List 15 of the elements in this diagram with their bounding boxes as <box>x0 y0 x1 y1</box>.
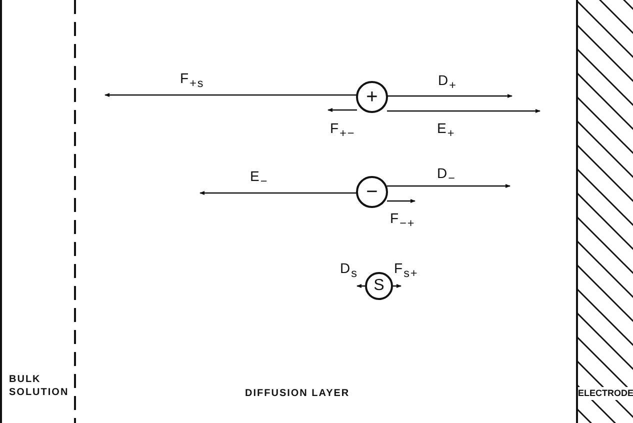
force-label: F$_{+s}$ <box>180 70 204 90</box>
region-label: ELECTRODE <box>578 387 633 400</box>
force-label: F$_{−+}$ <box>390 210 416 230</box>
force-label: F$_{s+}$ <box>394 260 418 280</box>
ion-circle: − <box>356 176 388 208</box>
force-label: E$_{+}$ <box>437 120 456 140</box>
force-label: E$_{−}$ <box>250 168 268 188</box>
force-label: D$_{s}$ <box>340 260 358 280</box>
force-label: D$_{+}$ <box>438 72 457 92</box>
force-label: F$_{+−}$ <box>330 120 356 140</box>
ion-circle: + <box>356 81 388 113</box>
force-label: D$_{−}$ <box>437 165 456 185</box>
ion-circle: S <box>365 272 393 300</box>
region-label: BULK SOLUTION <box>9 373 69 399</box>
region-label: DIFFUSION LAYER <box>245 387 350 400</box>
